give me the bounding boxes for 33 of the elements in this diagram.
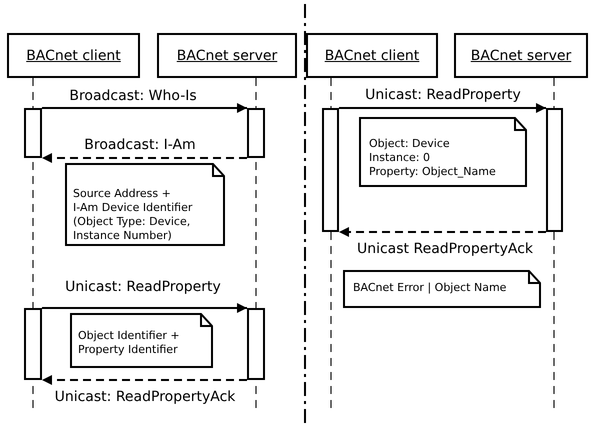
edge-label: Unicast: ReadProperty: [63, 279, 223, 295]
participant-box: [306, 33, 438, 78]
message-arrow: [42, 153, 247, 163]
participant-name: BACnet server: [176, 48, 278, 64]
edge-label: Unicast: ReadProperty: [363, 87, 523, 103]
note-text: Instance: 0: [369, 151, 431, 165]
note-text: Object: Device: [369, 137, 451, 151]
participant-name: BACnet server: [470, 48, 572, 64]
message-arrow: [339, 227, 546, 237]
participant-box: [454, 33, 588, 78]
activation-bar: [247, 108, 265, 158]
activation-bar: [24, 308, 42, 380]
activation-bar: [24, 108, 42, 158]
activation-bar: [322, 108, 339, 232]
note-text: Object Identifier + Property Identifier: [78, 329, 181, 357]
message-arrow: [42, 103, 247, 113]
note-box: [359, 117, 527, 187]
participant-box: [7, 33, 140, 78]
message-arrow: [42, 375, 247, 385]
activation-bar: [247, 308, 265, 380]
note-box: [70, 313, 213, 368]
note-box: [343, 270, 541, 308]
note-text: Source Address + I-Am Device Identifier (Object Type: Device, Instance Number): [73, 187, 194, 243]
edge-label: Unicast: ReadPropertyAck: [52, 389, 238, 405]
note-text: Property: Object_Name: [369, 165, 496, 179]
activation-bar: [546, 108, 563, 232]
message-arrow: [42, 303, 247, 313]
participant-name: BACnet client: [26, 48, 121, 64]
note-text: BACnet Error | Object Name: [353, 281, 506, 295]
note-box: [65, 163, 225, 246]
participant-name: BACnet client: [324, 48, 420, 64]
participant-box: [157, 33, 297, 78]
message-arrow: [339, 103, 546, 113]
